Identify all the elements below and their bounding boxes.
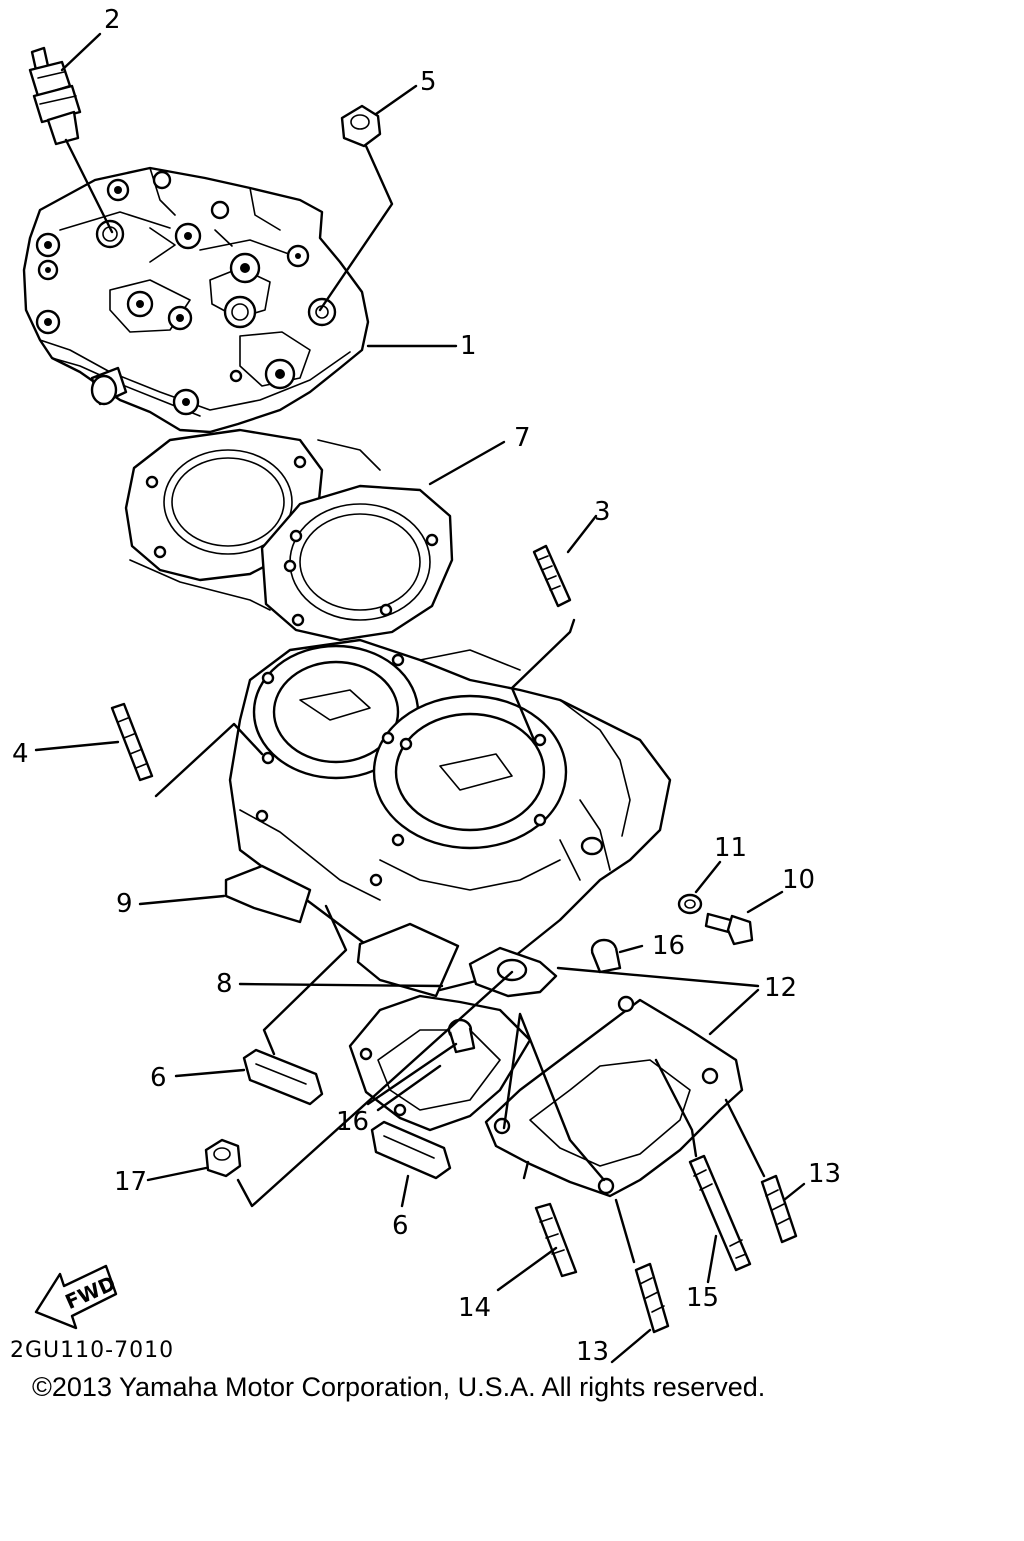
reed-valve-6b	[370, 1120, 452, 1180]
part-label-1: 1	[460, 331, 477, 361]
part-label-11: 11	[714, 833, 747, 863]
part-label-8: 8	[216, 969, 233, 999]
leader-lines	[34, 32, 806, 1364]
reed-valve-6a	[242, 1048, 324, 1106]
head-gaskets	[124, 428, 454, 642]
part-label-13a: 13	[808, 1159, 841, 1189]
diagram-code: 2GU110-7010	[10, 1338, 175, 1363]
part-label-5: 5	[420, 67, 437, 97]
stud-bolt-13b	[634, 1262, 670, 1334]
stud-bolt-4	[110, 702, 154, 782]
washer-11	[677, 893, 703, 915]
part-label-4: 4	[12, 739, 29, 769]
part-label-16a: 16	[652, 931, 685, 961]
spark-plug	[28, 46, 82, 146]
part-label-3: 3	[594, 497, 611, 527]
stud-bolt-13a	[760, 1174, 798, 1244]
part-label-16b: 16	[336, 1107, 369, 1137]
bolt-10	[704, 912, 754, 946]
cylinder-head	[22, 166, 370, 434]
stud-bolt-15	[688, 1154, 752, 1272]
part-label-17: 17	[114, 1167, 147, 1197]
stud-bolt-3	[532, 544, 572, 608]
dowel-pin-16b	[447, 1018, 476, 1054]
nut-17	[204, 1138, 242, 1178]
part-label-15: 15	[686, 1283, 719, 1313]
part-number-labels: 2 5 1 7 3 4 11 10 9 16 8 12 6 16 13 17 6…	[12, 5, 841, 1367]
head-nut	[340, 104, 382, 148]
part-label-12: 12	[764, 973, 797, 1003]
cylinder-block	[224, 638, 672, 998]
fwd-arrow-icon: FWD	[34, 1264, 119, 1330]
copyright-notice: ©2013 Yamaha Motor Corporation, U.S.A. A…	[32, 1372, 766, 1402]
dowel-pin-16a	[590, 938, 622, 974]
part-label-2: 2	[104, 5, 121, 35]
stud-bolt-14	[534, 1202, 578, 1278]
part-label-14: 14	[458, 1293, 491, 1323]
part-label-6b: 6	[392, 1211, 409, 1241]
part-label-6a: 6	[150, 1063, 167, 1093]
part-label-7: 7	[514, 423, 531, 453]
part-label-10: 10	[782, 865, 815, 895]
part-label-9: 9	[116, 889, 133, 919]
part-label-13b: 13	[576, 1337, 609, 1367]
